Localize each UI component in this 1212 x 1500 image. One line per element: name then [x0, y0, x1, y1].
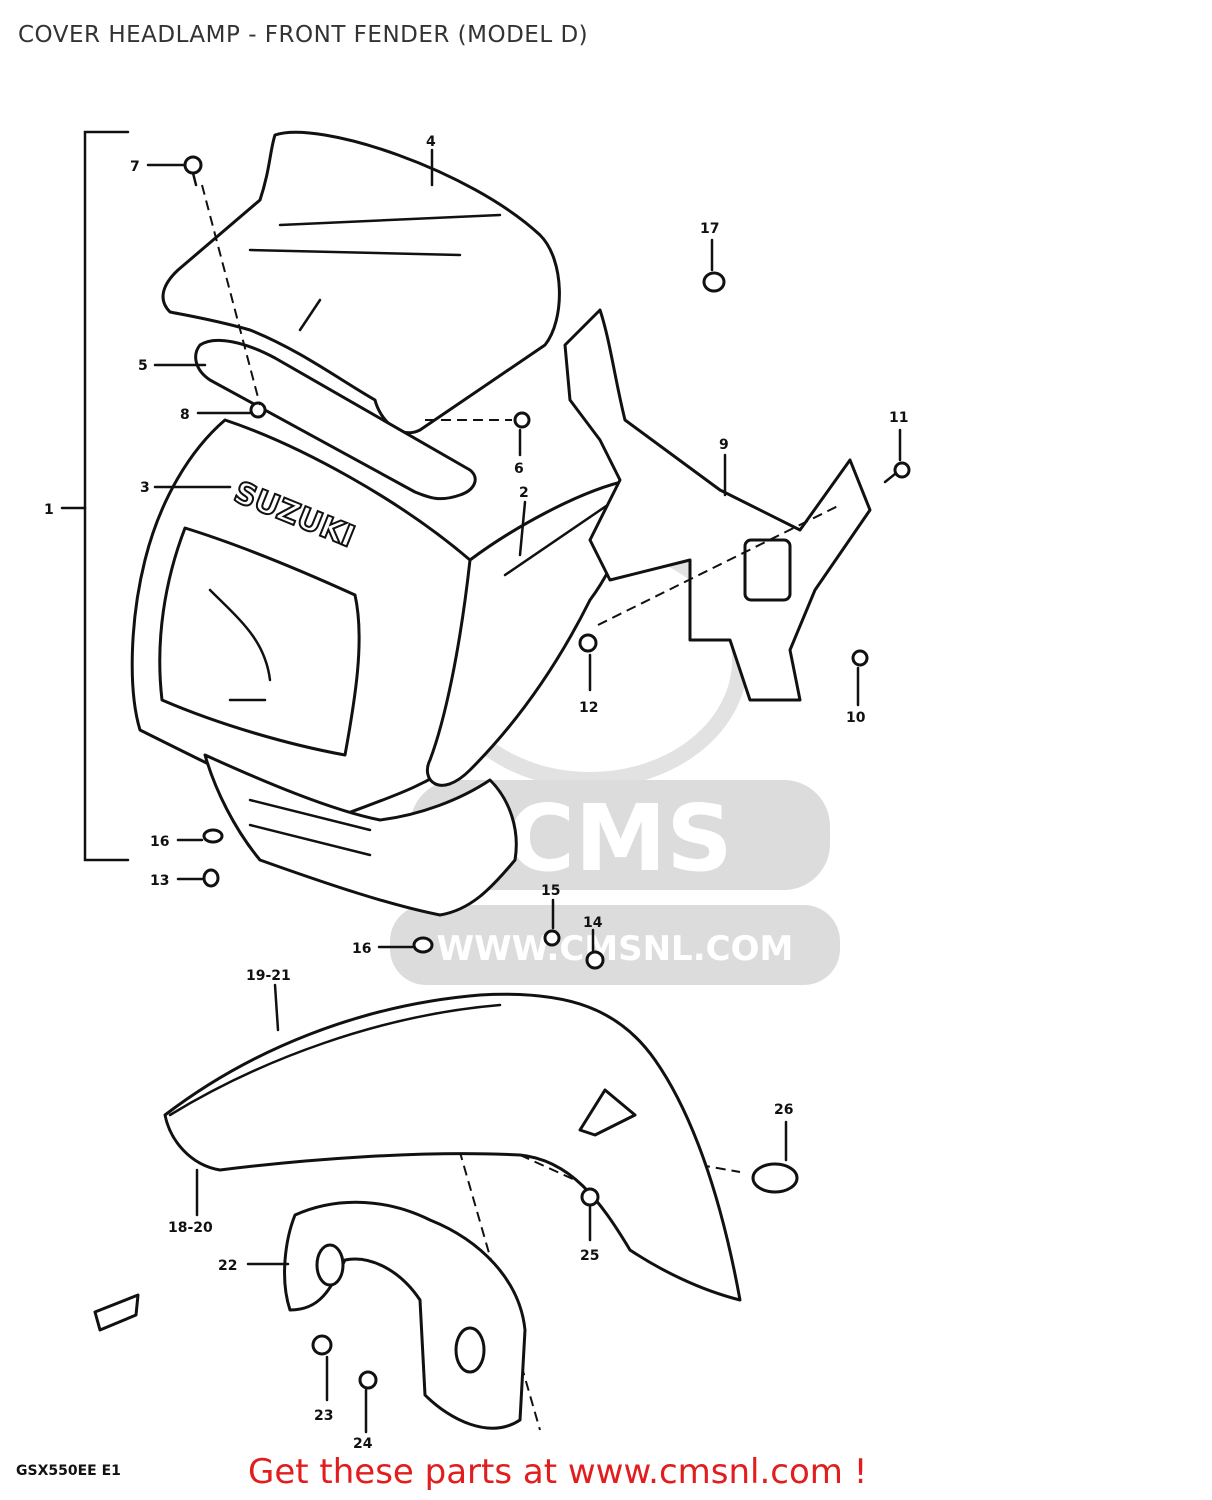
- front-direction-arrow: [93, 1293, 140, 1332]
- callout-5: 5: [138, 358, 148, 374]
- callout-10: 10: [846, 710, 866, 726]
- callout-7: 7: [130, 159, 140, 175]
- page-title: COVER HEADLAMP - FRONT FENDER (MODEL D): [18, 22, 589, 48]
- hardware: [183, 155, 911, 970]
- callout-2: 2: [519, 485, 529, 501]
- callout-8: 8: [180, 407, 190, 423]
- callout-19-21: 19-21: [246, 968, 291, 984]
- cms-watermark: CMS WWW.CMSNL.COM: [390, 532, 840, 985]
- callout-16-upper: 16: [150, 834, 169, 850]
- callout-25: 25: [580, 1248, 599, 1264]
- fender-brace: [283, 1200, 527, 1430]
- model-code: GSX550EE E1: [16, 1463, 121, 1479]
- callout-3: 3: [140, 480, 150, 496]
- callout-22: 22: [218, 1258, 237, 1274]
- side-panel: [425, 478, 635, 787]
- headlamp-opening: [158, 526, 361, 757]
- callout-17: 17: [700, 221, 719, 237]
- cowl-trim: [194, 338, 477, 501]
- lower-cowl: [203, 753, 518, 917]
- mounting-bracket: [563, 308, 872, 702]
- bracket-cutout: [743, 538, 792, 602]
- callout-18-20: 18-20: [168, 1220, 213, 1236]
- watermark-logo: CMS: [507, 785, 732, 892]
- callout-12: 12: [579, 700, 598, 716]
- callout-6: 6: [514, 461, 524, 477]
- callout-13: 13: [150, 873, 169, 889]
- callout-1: 1: [44, 502, 54, 518]
- grommet-17: [702, 271, 726, 293]
- front-fender: [163, 992, 742, 1302]
- promo-banner[interactable]: Get these parts at www.cmsnl.com !: [248, 1452, 868, 1492]
- callout-23: 23: [314, 1408, 333, 1424]
- callout-9: 9: [719, 437, 729, 453]
- callout-labels: 1 2 3 4 5 6 7 8 9 10 11 12 13 14 15 16 1…: [44, 134, 908, 1452]
- fender-cutout: [578, 1088, 637, 1137]
- callout-16-lower: 16: [352, 941, 371, 957]
- callout-26: 26: [774, 1102, 793, 1118]
- callout-14: 14: [583, 915, 603, 931]
- watermark-url: WWW.CMSNL.COM: [437, 929, 794, 969]
- assembly-bracket: [83, 130, 130, 862]
- fender-cap-26: [751, 1162, 799, 1194]
- callout-11: 11: [889, 410, 908, 426]
- windscreen: [161, 130, 561, 435]
- callout-15: 15: [541, 883, 560, 899]
- leader-lines: [60, 148, 902, 1434]
- callout-24: 24: [353, 1436, 373, 1452]
- callout-4: 4: [426, 134, 436, 150]
